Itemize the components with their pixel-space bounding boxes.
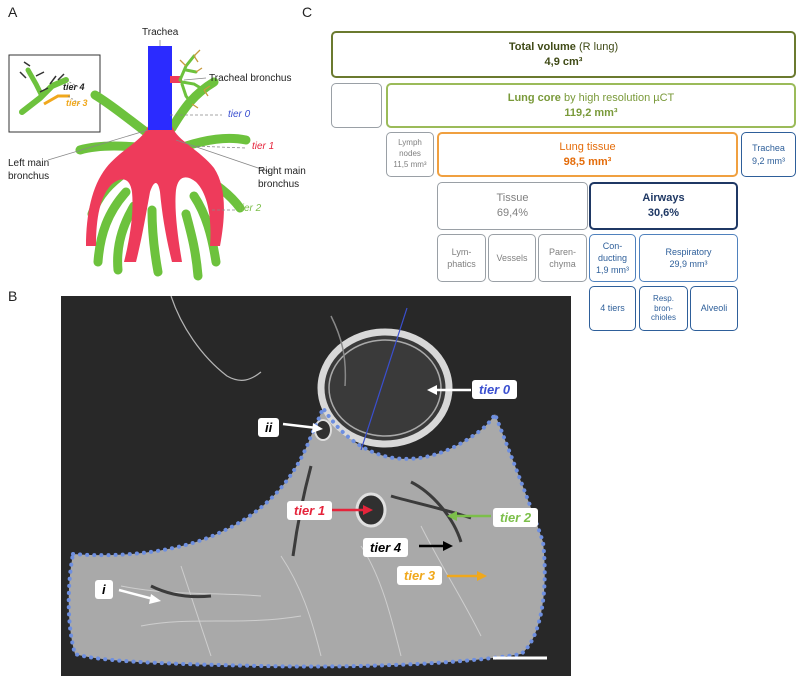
inset-branch-graphic xyxy=(19,61,81,115)
trachea-ring xyxy=(317,328,453,448)
right-main-line2: bronchus xyxy=(258,178,300,190)
tissue-title: Tissue xyxy=(496,192,529,205)
left-main-line2: bronchus xyxy=(8,170,50,182)
ct-label-tier3: tier 3 xyxy=(397,566,443,585)
tissue-box: Tissue 69,4% xyxy=(437,182,588,230)
resp-bronch-line3: chioles xyxy=(651,313,676,323)
lung-core-title: Lung core xyxy=(507,91,561,104)
lymph-line2: nodes xyxy=(399,149,421,159)
total-volume-title: Total volume xyxy=(508,40,576,53)
respiratory-box: Respiratory 29,9 mm³ xyxy=(639,234,738,282)
panel-label-b: B xyxy=(8,288,18,304)
vessels-title: Vessels xyxy=(496,252,528,263)
alveoli-title: Alveoli xyxy=(700,303,728,314)
empty-box xyxy=(331,83,382,128)
resp-bronch-line1: Resp. xyxy=(653,294,674,304)
lymphatics-box: Lym- phatics xyxy=(437,234,486,282)
trachea-shape xyxy=(148,46,172,130)
lung-core-value: 119,2 mm³ xyxy=(564,106,618,119)
label-right-main-bronchus: Right main bronchus xyxy=(258,166,306,191)
label-tracheal-bronchus: Tracheal bronchus xyxy=(209,73,292,84)
lung-core-box: Lung core by high resolution µCT 119,2 m… xyxy=(386,83,796,128)
parenchyma-box: Paren- chyma xyxy=(538,234,587,282)
conducting-line2: ducting xyxy=(597,252,628,263)
tissue-value: 69,4% xyxy=(496,207,529,219)
conducting-box: Con- ducting 1,9 mm³ xyxy=(589,234,636,282)
airways-box: Airways 30,6% xyxy=(589,182,738,230)
lung-tissue-region xyxy=(68,408,545,667)
four-tiers-box: 4 tiers xyxy=(589,286,636,331)
main-bronchi xyxy=(86,126,224,262)
micro-ct-image xyxy=(61,296,571,676)
four-tiers-title: 4 tiers xyxy=(600,303,625,314)
lung-tissue-title: Lung tissue xyxy=(559,140,616,153)
ct-label-i: i xyxy=(95,580,113,599)
airways-title: Airways xyxy=(642,192,685,205)
respiratory-value: 29,9 mm³ xyxy=(669,259,708,269)
conducting-value: 1,9 mm³ xyxy=(595,265,629,276)
lymphatics-line1: Lym- xyxy=(451,246,472,257)
label-left-main-bronchus: Left main bronchus xyxy=(8,158,49,183)
resp-bronch-line2: bron- xyxy=(654,303,673,313)
lung-core-suffix: by high resolution µCT xyxy=(560,91,675,104)
ct-label-tier1: tier 1 xyxy=(287,501,333,520)
total-volume-value: 4,9 cm³ xyxy=(544,55,583,68)
airway-tree-diagram xyxy=(8,40,271,281)
trachea-title: Trachea xyxy=(752,143,785,154)
label-tier4-a: tier 4 xyxy=(63,82,85,92)
airways-value: 30,6% xyxy=(647,207,680,219)
lymphatics-line2: phatics xyxy=(447,259,476,269)
trachea-value: 9,2 mm³ xyxy=(751,155,785,166)
right-main-line1: Right main xyxy=(258,166,306,177)
lymph-nodes-box: Lymph nodes 11,5 mm³ xyxy=(386,132,434,177)
label-tier0-a: tier 0 xyxy=(228,109,251,120)
alveoli-box: Alveoli xyxy=(690,286,738,331)
parenchyma-line2: chyma xyxy=(549,259,576,269)
conducting-line1: Con- xyxy=(602,240,623,251)
vessels-box: Vessels xyxy=(488,234,536,282)
left-main-line1: Left main xyxy=(8,158,50,169)
total-volume-box: Total volume (R lung) 4,9 cm³ xyxy=(331,31,796,78)
lung-outline-dots xyxy=(66,403,547,669)
total-volume-suffix: (R lung) xyxy=(575,40,619,53)
inset-box xyxy=(8,54,101,133)
trachea-diameter xyxy=(360,307,408,451)
label-trachea-a: Trachea xyxy=(142,27,179,38)
resp-bronchioles-box: Resp. bron- chioles xyxy=(639,286,688,331)
trachea-box: Trachea 9,2 mm³ xyxy=(741,132,796,177)
panel-label-c: C xyxy=(302,4,313,20)
tracheal-bronchus-shape xyxy=(170,76,182,83)
lymph-line1: Lymph xyxy=(398,138,422,148)
ct-label-tier0: tier 0 xyxy=(472,380,518,399)
label-tier3-a: tier 3 xyxy=(66,98,88,108)
lung-tissue-box: Lung tissue 98,5 mm³ xyxy=(437,132,738,177)
label-tier1-a: tier 1 xyxy=(252,141,275,152)
lymph-value: 11,5 mm³ xyxy=(393,159,427,169)
lung-tissue-value: 98,5 mm³ xyxy=(563,155,612,168)
arrow-heads xyxy=(149,385,487,604)
ct-label-ii: ii xyxy=(258,418,280,437)
respiratory-title: Respiratory xyxy=(665,246,712,257)
ct-label-tier2: tier 2 xyxy=(493,508,539,527)
label-tier2-a: tier 2 xyxy=(239,203,262,214)
ct-label-tier4: tier 4 xyxy=(363,538,409,557)
parenchyma-line1: Paren- xyxy=(548,246,576,257)
panel-label-a: A xyxy=(8,4,18,20)
